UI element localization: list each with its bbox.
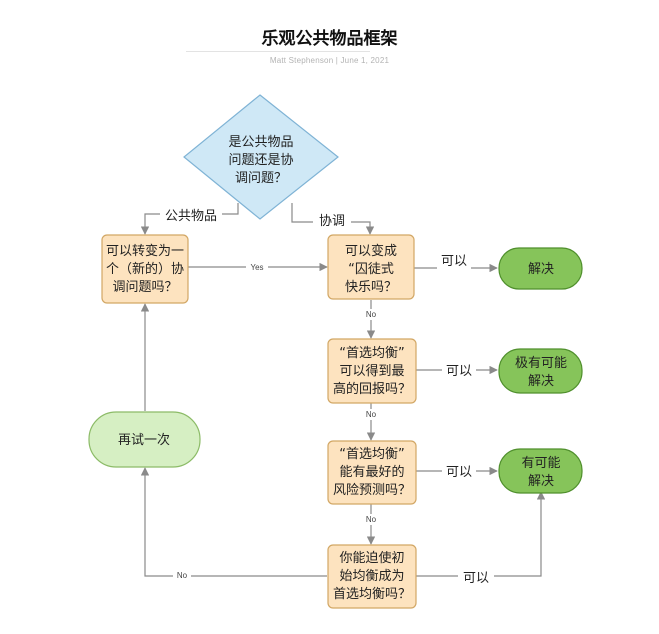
edge-no2-halo [362,409,380,420]
edge-label-can-4: 可以 [463,571,489,586]
possible-terminal [498,448,583,494]
prisoners-line-3: 快乐吗？ [345,280,397,295]
edge-no4-halo [173,570,191,581]
edge-can3-halo [442,463,476,479]
edge-label-public: 公共物品 [165,209,217,224]
possible-line-1: 有可能 [521,456,560,471]
prisoners-line-2: “囚徒式 [348,262,394,277]
page-title: 乐观公共物品框架 [261,29,398,49]
edge-label-no-4: No [177,571,188,580]
edge-label-can-2: 可以 [446,364,472,379]
best-line-1: “首选均衡” [339,346,404,361]
very-possible-line-1: 极有可能 [515,356,567,371]
decision-line-2: 问题还是协 [228,153,293,168]
force-line-1: 你能迫使初 [339,550,404,566]
edge-label-no-3: No [366,515,377,524]
edge-force-to-possible [416,491,546,577]
risk-box [327,440,417,505]
prisoners-box [327,234,415,300]
connectors [140,203,546,577]
edge-label-can-1: 可以 [441,254,467,269]
edge-coord-halo [313,213,351,229]
very-possible-terminal [498,348,583,394]
edge-can4-halo [458,569,494,585]
edge-can1-halo [437,253,471,269]
edge-label-no-1: No [366,310,377,319]
risk-line-3: 风险预测吗？ [333,483,411,498]
convert-box [101,234,189,304]
edge-label-no-2: No [366,410,377,419]
decision-line-1: 是公共物品 [228,135,293,150]
edge-label-yes: Yes [250,263,263,272]
edge-label-coord: 协调 [319,214,345,229]
edge-no3-halo [362,514,380,525]
convert-line-3: 调问题吗？ [112,280,177,295]
possible-line-2: 解决 [528,474,554,489]
risk-line-1: “首选均衡” [339,447,404,462]
decision-line-3: 调问题？ [235,171,287,186]
retry-label: 再试一次 [118,432,170,448]
force-box [327,544,417,609]
title-divider [186,51,370,52]
solved-label: 解决 [528,262,554,277]
edge-label-can-3: 可以 [446,465,472,480]
convert-line-2: 个（新的）协 [106,261,184,277]
convert-line-1: 可以转变为一 [106,243,184,259]
byline: Matt Stephenson | June 1, 2021 [269,56,390,65]
best-equilibrium-box [327,338,417,404]
decision-diamond [183,94,339,220]
best-line-3: 高的回报吗？ [333,381,411,397]
best-line-2: 可以得到最 [339,363,404,379]
risk-line-2: 能有最好的 [339,464,404,480]
edge-force-to-retry [140,467,327,577]
force-line-2: 始均衡成为 [339,569,404,584]
very-possible-line-2: 解决 [528,374,554,389]
edge-no1-halo [362,309,380,320]
edge-public-halo [160,207,222,223]
edge-yes-halo [246,262,268,273]
edge-can2-halo [442,362,476,378]
solved-terminal [498,247,583,290]
retry-terminal [88,411,201,468]
force-line-3: 首选均衡吗？ [333,587,411,602]
prisoners-line-1: 可以变成 [345,243,397,259]
